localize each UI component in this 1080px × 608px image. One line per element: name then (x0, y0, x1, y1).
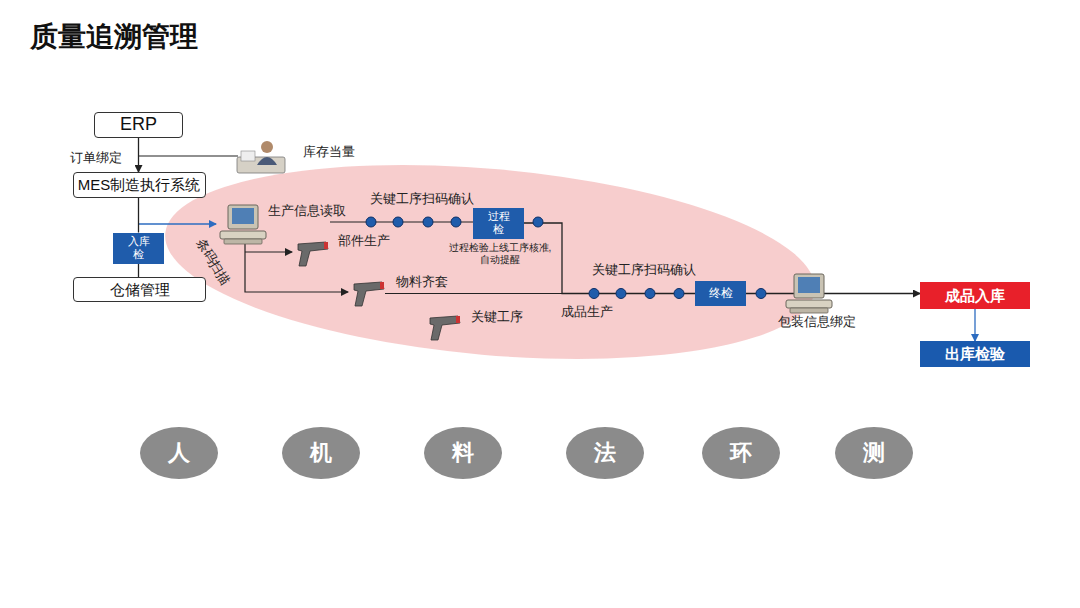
annotation-label: 生产信息读取 (268, 203, 346, 219)
system-box: MES制造执行系统 (73, 172, 206, 198)
factor-circle: 人 (140, 427, 218, 479)
flow-connector (524, 223, 695, 294)
annotation-label: 部件生产 (338, 233, 390, 249)
annotation-label: 物料齐套 (396, 274, 448, 290)
node-text: 料 (452, 440, 474, 466)
node-text: 出库检验 (945, 345, 1005, 363)
factor-circle: 法 (566, 427, 644, 479)
node-text: 过程 检 (487, 210, 511, 236)
scanner-icon (354, 282, 384, 306)
node-text: 环 (730, 440, 752, 466)
system-box: 仓储管理 (73, 277, 206, 302)
page-title: 质量追溯管理 (30, 18, 198, 56)
computer-icon (220, 205, 266, 244)
flow-connector (746, 293, 920, 294)
scanner-icon (298, 242, 328, 266)
annotation-label: 关键工序扫码确认 (370, 191, 474, 207)
storage-box: 成品入库 (920, 282, 1030, 309)
stock-wire (139, 155, 238, 156)
factor-circle: 料 (424, 427, 502, 479)
node-text: 人 (168, 440, 190, 466)
flow-connector (138, 264, 139, 278)
flow-connector (138, 198, 139, 233)
node-text: 仓储管理 (110, 281, 170, 299)
mes-to-terminal-wire (139, 223, 216, 224)
annotation-label: 库存当量 (303, 144, 355, 160)
scan-branch-wire (245, 243, 348, 292)
node-text: 成品入库 (945, 287, 1005, 305)
inspection-box: 过程 检 (473, 208, 524, 239)
node-text: MES制造执行系统 (78, 176, 201, 194)
annotation-label: 订单绑定 (70, 150, 122, 166)
node-text: 入库 检 (127, 235, 151, 261)
annotation-label: 成品生产 (561, 304, 613, 320)
node-text: ERP (120, 114, 157, 136)
annotation-label: 包装信息绑定 (778, 314, 856, 330)
inspection-box: 入库 检 (113, 233, 164, 264)
production-region (157, 141, 823, 383)
annotation-label: 关键工序扫码确认 (592, 262, 696, 278)
clerk-icon (237, 141, 285, 173)
annotation-label: 过程检验上线工序核准, 自动提醒 (445, 242, 555, 266)
factor-circle: 测 (835, 427, 913, 479)
scan-branch-wire (245, 251, 292, 252)
computer-icon (786, 274, 832, 313)
factor-circle: 环 (702, 427, 780, 479)
assembly-line (385, 293, 562, 294)
flow-connector (974, 309, 975, 341)
node-text: 机 (310, 440, 332, 466)
flow-connector (138, 138, 139, 172)
node-text: 测 (863, 440, 885, 466)
system-box: ERP (94, 112, 183, 138)
node-text: 终检 (709, 286, 733, 300)
annotation-label: 关键工序 (471, 309, 523, 325)
node-text: 法 (594, 440, 616, 466)
inspection-box: 终检 (695, 281, 746, 306)
inspection-box: 出库检验 (920, 341, 1030, 367)
factor-circle: 机 (282, 427, 360, 479)
scanner-icon (430, 316, 460, 340)
